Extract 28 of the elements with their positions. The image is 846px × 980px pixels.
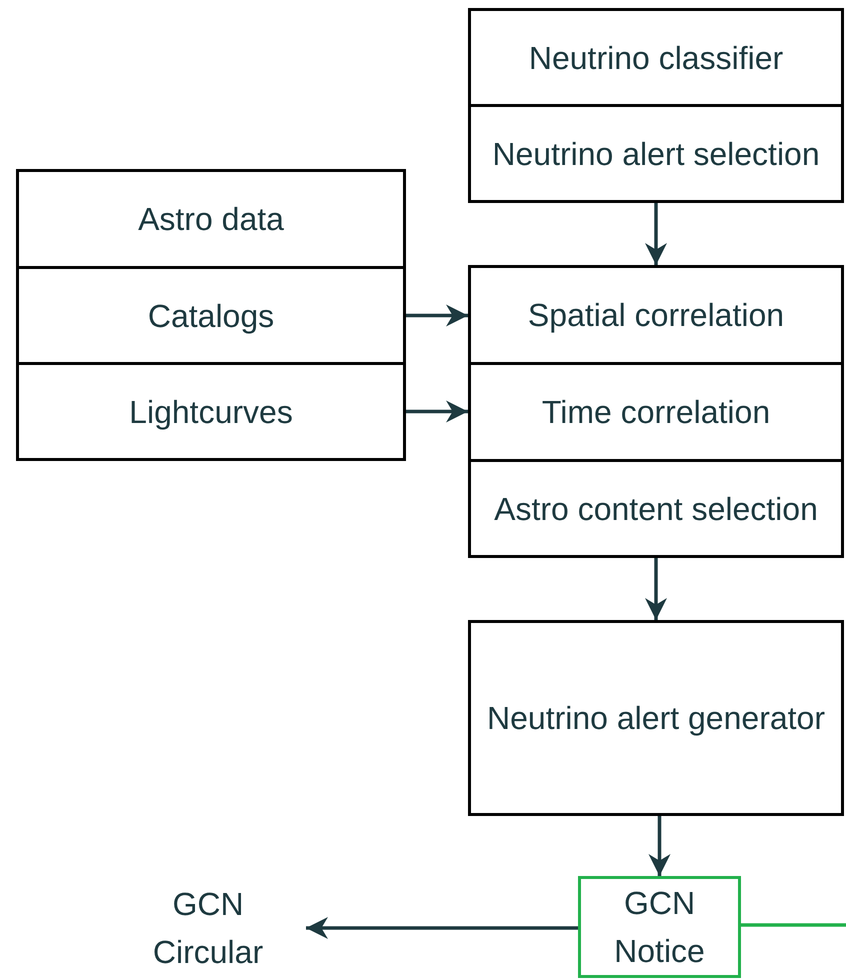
node-label: Astro data	[137, 200, 285, 239]
process-box	[16, 169, 406, 269]
process-box	[468, 8, 844, 107]
node-label: Time correlation	[540, 393, 772, 432]
process-box	[468, 265, 844, 365]
process-box	[468, 459, 844, 558]
arrow	[648, 816, 670, 876]
arrow	[645, 203, 667, 265]
node-label: Neutrino alert generator	[486, 699, 826, 738]
arrow	[406, 400, 468, 422]
node-label: GCN Notice	[613, 884, 706, 971]
process-box	[468, 362, 844, 462]
process-box	[468, 620, 844, 816]
node-label: Neutrino alert selection	[491, 134, 821, 174]
arrow	[406, 304, 468, 326]
process-box	[468, 104, 844, 203]
arrow	[306, 917, 578, 939]
output-label: GCN Circular	[152, 885, 264, 972]
process-box	[16, 362, 406, 461]
node-label: Catalogs	[146, 296, 276, 336]
process-box	[16, 266, 406, 365]
arrow	[645, 558, 667, 620]
output-box	[578, 876, 741, 978]
node-label: Neutrino classifier	[528, 38, 784, 78]
node-label: Spatial correlation	[526, 296, 786, 335]
node-label: Astro content selection	[493, 490, 819, 528]
connector-line	[741, 923, 846, 927]
node-label: Lightcurves	[128, 392, 294, 432]
